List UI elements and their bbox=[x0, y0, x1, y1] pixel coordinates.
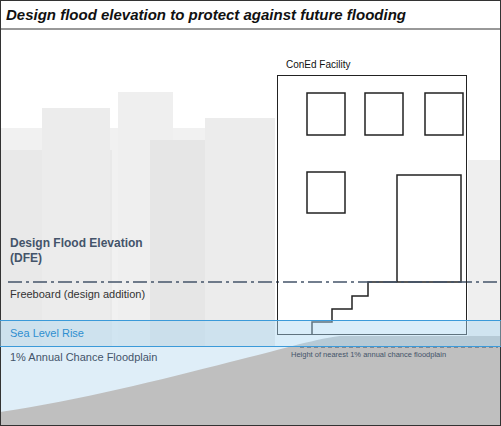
node-label: Sea Level Rise bbox=[10, 327, 84, 339]
building-body bbox=[277, 75, 467, 335]
diagram-title: Design flood elevation to protect agains… bbox=[6, 6, 406, 23]
title-rule bbox=[0, 29, 501, 30]
floodplain-label: 1% Annual Chance Floodplain bbox=[10, 351, 157, 365]
windows bbox=[307, 93, 463, 282]
sea-level-rise-band: Sea Level Rise bbox=[0, 320, 501, 347]
floodplain-height-note: Height of nearest 1% annual chance flood… bbox=[291, 350, 446, 359]
dfe-line bbox=[8, 281, 498, 283]
node-label: ConEd Facility bbox=[286, 59, 350, 70]
freeboard-label: Freeboard (design addition) bbox=[10, 288, 145, 302]
dfe-label: Design Flood Elevation (DFE) bbox=[10, 236, 170, 266]
ground-hill bbox=[0, 336, 501, 426]
facility-building: ConEd Facility bbox=[277, 75, 467, 335]
